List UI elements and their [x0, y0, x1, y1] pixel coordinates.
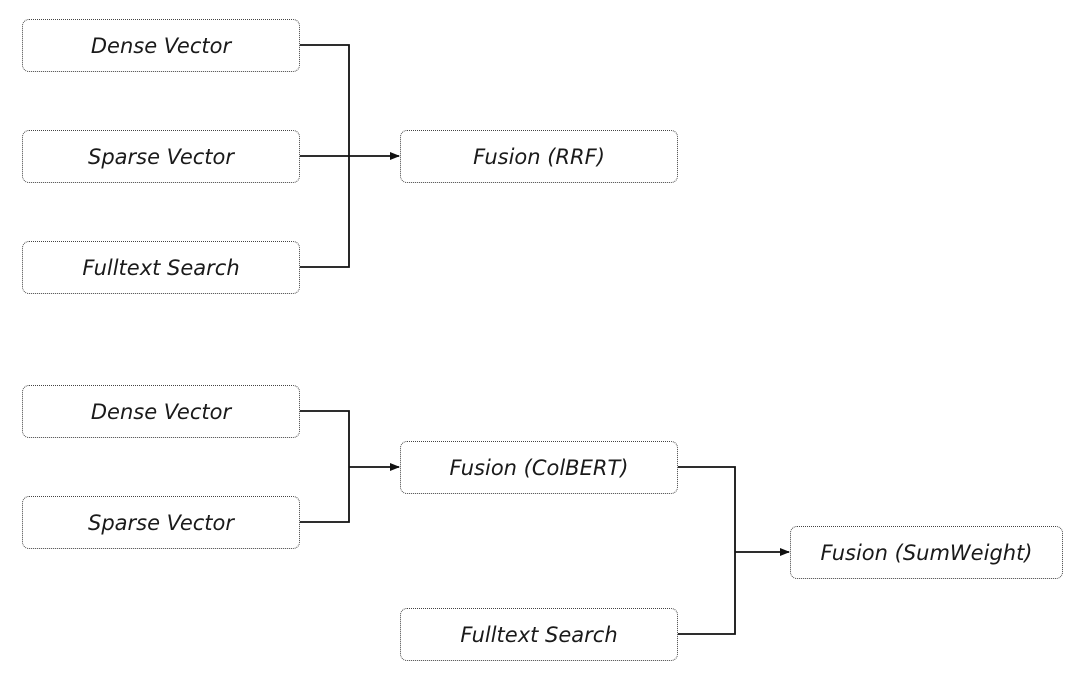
connector-dense-to-rrf — [300, 44, 350, 156]
connector-dense-to-colbert — [300, 410, 350, 523]
sparse-vector-node: Sparse Vector — [22, 130, 300, 183]
dense-vector-node: Dense Vector — [22, 385, 300, 438]
fusion-colbert-node: Fusion (ColBERT) — [400, 441, 678, 494]
dense-vector-node: Dense Vector — [22, 19, 300, 72]
fulltext-search-node: Fulltext Search — [22, 241, 300, 294]
sparse-vector-node: Sparse Vector — [22, 496, 300, 549]
connector-colbert-to-sumweight — [678, 466, 736, 635]
fusion-sumweight-node: Fusion (SumWeight) — [790, 526, 1063, 579]
connector-fulltext-to-rrf — [300, 156, 350, 268]
fulltext-search-node: Fulltext Search — [400, 608, 678, 661]
fusion-rrf-node: Fusion (RRF) — [400, 130, 678, 183]
